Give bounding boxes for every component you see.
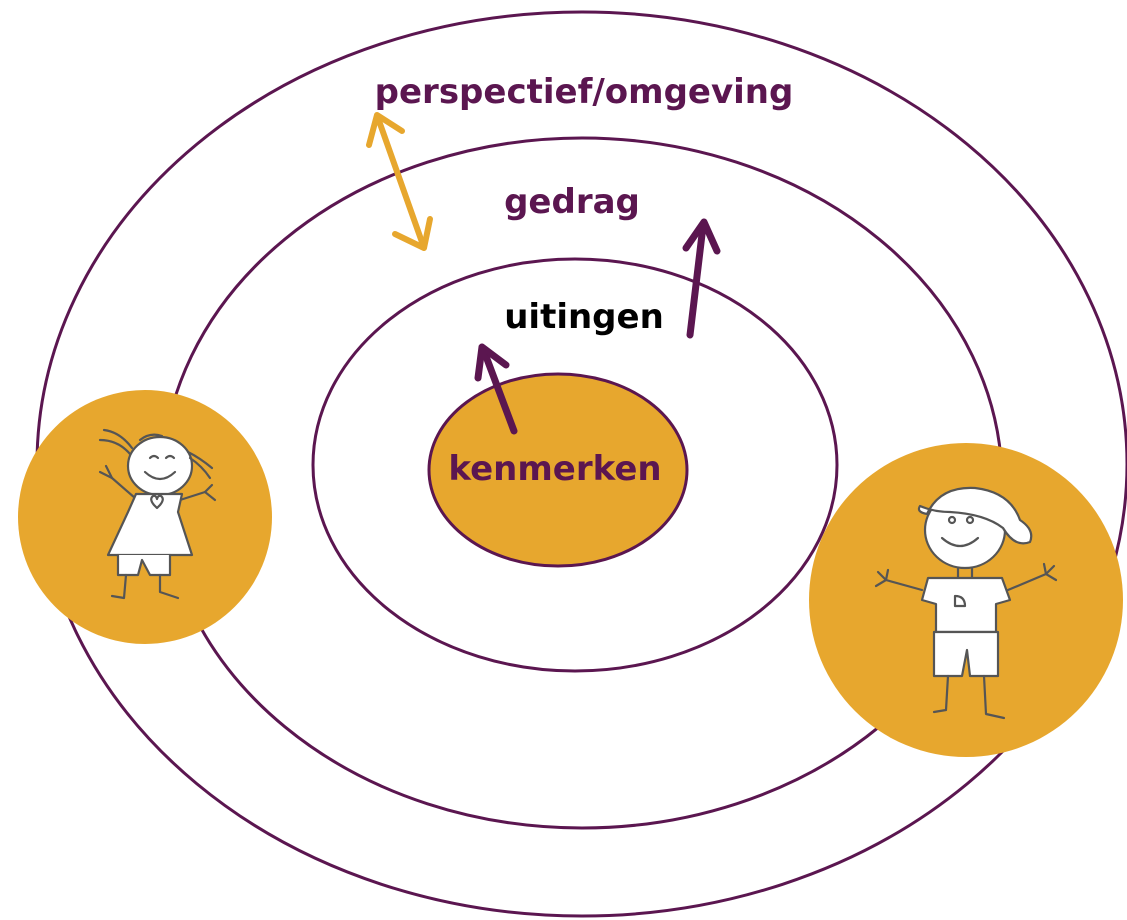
double-arrow-orange <box>366 112 433 251</box>
label-middle: gedrag <box>504 182 640 222</box>
label-core: kenmerken <box>448 449 661 489</box>
core-ellipse <box>427 372 689 568</box>
girl-figure <box>18 390 272 644</box>
arrow-to-gedrag <box>682 218 721 339</box>
girl-drawing-icon <box>98 428 217 600</box>
arrow-to-uitingen <box>474 343 518 435</box>
label-inner: uitingen <box>504 297 664 337</box>
boy-with-cap-drawing-icon <box>874 486 1058 720</box>
label-outer: perspectief/omgeving <box>375 72 794 112</box>
boy-figure <box>809 443 1123 757</box>
inner-ring <box>311 257 839 673</box>
